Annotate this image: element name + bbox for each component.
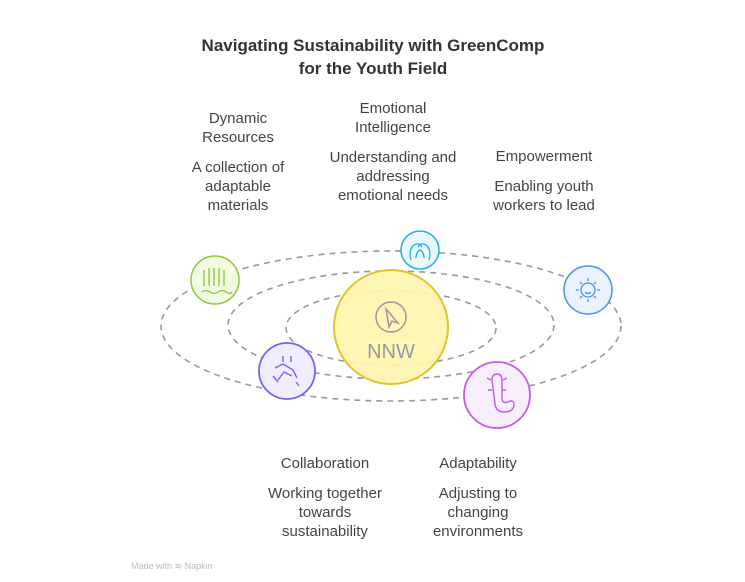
item-desc: Understanding and addressing emotional n… (329, 149, 457, 204)
item-emotional-intelligence: Emotional Intelligence Understanding and… (303, 99, 483, 205)
center-label: NNW (367, 341, 415, 363)
item-title: Emotional Intelligence (355, 100, 431, 136)
item-title: Empowerment (495, 148, 593, 165)
item-dynamic-resources: Dynamic Resources A collection of adapta… (148, 109, 328, 215)
compass-icon: NNW (333, 269, 449, 385)
axolotl-icon (463, 361, 531, 429)
waterfall-icon (190, 255, 240, 305)
heads-icon (400, 230, 440, 270)
title-line-1: Navigating Sustainability with GreenComp (201, 36, 545, 55)
item-empowerment: Empowerment Enabling youth workers to le… (454, 147, 634, 215)
title-line-2: for the Youth Field (298, 59, 448, 78)
item-desc: A collection of adaptable materials (191, 159, 285, 214)
brand-text: Napkin (184, 561, 213, 571)
item-title: Adaptability (439, 455, 517, 472)
diagram-title: Navigating Sustainability with GreenComp… (0, 34, 745, 80)
sun-icon (563, 265, 613, 315)
item-desc: Working together towards sustainability (268, 485, 382, 540)
item-title: Dynamic Resources (202, 110, 274, 146)
item-adaptability: Adaptability Adjusting to changing envir… (388, 454, 568, 541)
item-desc: Adjusting to changing environments (432, 485, 524, 540)
outer-orbit (160, 250, 622, 402)
item-collaboration: Collaboration Working together towards s… (235, 454, 415, 541)
hands-icon (258, 342, 316, 400)
item-desc: Enabling youth workers to lead (493, 178, 595, 214)
napkin-logo-icon: ≋ (174, 561, 183, 571)
item-title: Collaboration (280, 455, 370, 472)
footer-watermark: Made with ≋ Napkin (131, 561, 213, 572)
made-with-text: Made with (131, 561, 173, 571)
